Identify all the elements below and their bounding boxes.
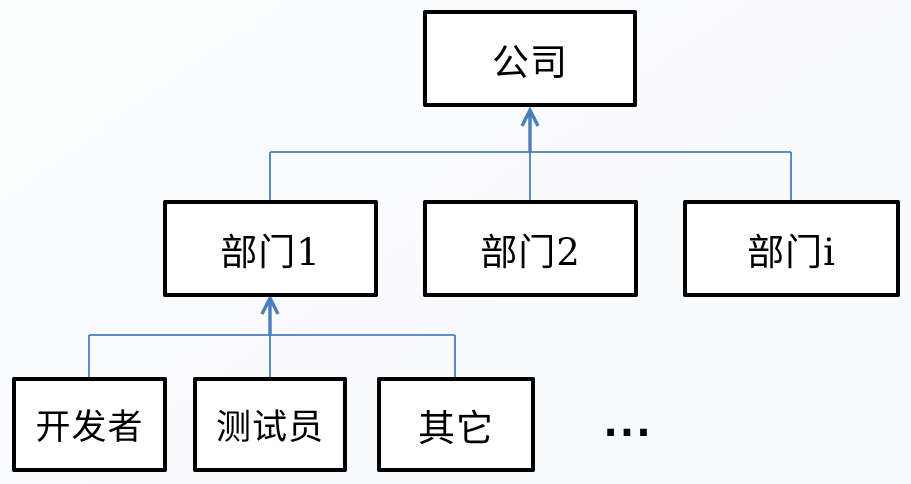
node-dept1: 部门1 [163, 200, 378, 297]
node-tester: 测试员 [193, 377, 347, 472]
node-developer-label: 开发者 [35, 408, 144, 448]
arrow-to-company-head [520, 106, 540, 127]
node-company: 公司 [423, 10, 637, 107]
node-tester-label: 测试员 [215, 408, 324, 448]
ellipsis-text: ... [603, 401, 653, 445]
node-company-label: 公司 [492, 40, 568, 84]
node-depti: 部门i [683, 200, 900, 297]
node-other-label: 其它 [418, 406, 494, 450]
node-developer: 开发者 [12, 377, 167, 472]
node-dept2: 部门2 [423, 200, 638, 297]
node-dept2-label: 部门2 [480, 230, 581, 274]
node-depti-label: 部门i [747, 230, 836, 274]
node-other: 其它 [377, 377, 535, 472]
node-dept1-label: 部门1 [220, 230, 321, 274]
arrow-to-dept1-head [260, 294, 280, 315]
